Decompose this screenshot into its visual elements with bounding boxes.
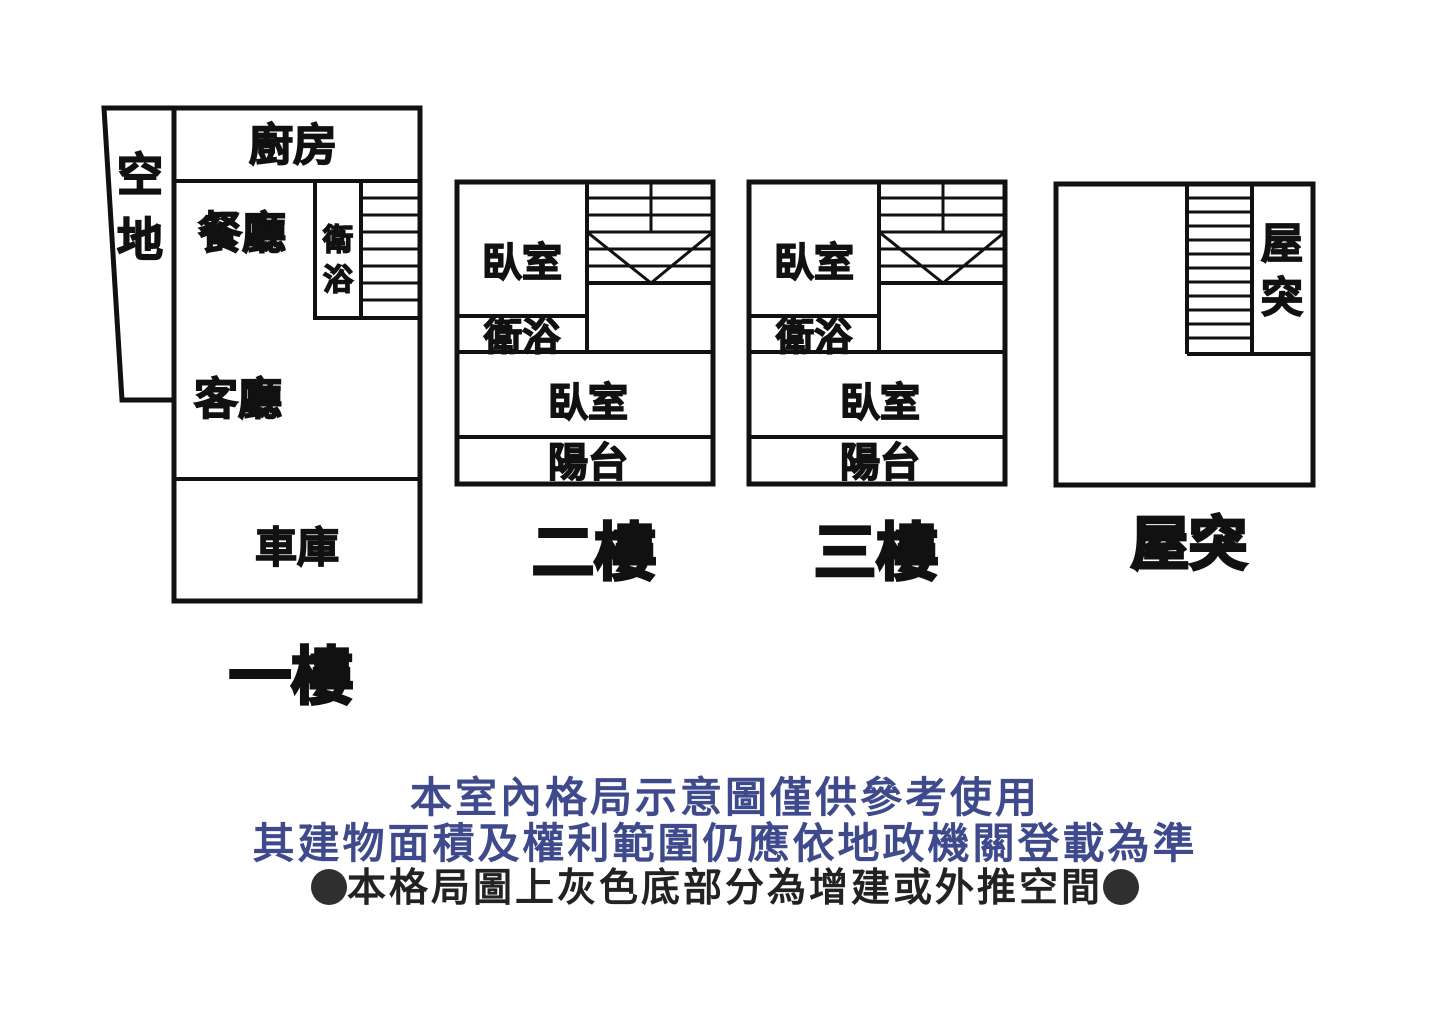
disclaimer-line-2: 其建物面積及權利範圍仍應依地政機關登載為準 (252, 819, 1198, 868)
garage-label: 車庫 (255, 523, 339, 572)
bathroom-label-2: 浴 (323, 263, 354, 298)
floor-3-balcony-label: 陽台 (840, 440, 920, 486)
floor-3-title: 三樓 (814, 516, 938, 589)
floor-1-plan: 空 地 廚房 餐廳 衛 浴 客廳 車庫 一樓 (101, 105, 423, 715)
floor-2-bedroom-top-label: 臥室 (482, 240, 562, 286)
bathroom-label-1: 衛 (322, 223, 353, 258)
floor-3-bedroom-main-label: 臥室 (840, 380, 920, 426)
disclaimer-line-3: 本格局圖上灰色底部分為增建或外推空間 (0, 857, 1450, 913)
floor-3-bathroom-label: 衛浴 (775, 315, 853, 359)
floor-2-stairs (586, 182, 714, 285)
rooftop-stairs (1185, 184, 1252, 354)
floor-2-bathroom-label: 衛浴 (483, 315, 561, 359)
rooftop-room-label-1: 屋 (1261, 219, 1303, 268)
rooftop-title: 屋突 (1131, 510, 1247, 578)
rooftop-room-label-2: 突 (1261, 273, 1303, 322)
rooftop-plan: 屋 突 屋突 (1053, 181, 1316, 580)
open-space-label-2: 地 (117, 213, 163, 267)
floor-1-stairs (361, 196, 420, 320)
floor-2-bedroom-main-label: 臥室 (548, 380, 628, 426)
floor-3-stairs (878, 182, 1006, 285)
floor-1-title: 一樓 (229, 640, 353, 713)
dining-label: 餐廳 (198, 208, 286, 259)
floor-3-bedroom-top-label: 臥室 (774, 240, 854, 286)
open-space-label-1: 空 (117, 148, 163, 202)
living-label: 客廳 (194, 374, 282, 425)
floor-2-title: 二樓 (532, 516, 656, 589)
bullet-dot-left (310, 869, 347, 905)
floor-1-outline (171, 105, 423, 604)
disclaimer-line-3-text: 本格局圖上灰色底部分為增建或外推空間 (346, 866, 1103, 911)
bullet-dot-right (1103, 869, 1139, 905)
floor-plans-diagram: 空 地 廚房 餐廳 衛 浴 客廳 車庫 一樓 臥室 衛浴 臥室 陽台 二樓 (101, 105, 1316, 715)
disclaimer-line-1: 本室內格局示意圖僅供參考使用 (409, 773, 1040, 822)
floor-2-balcony-label: 陽台 (548, 440, 628, 486)
rooftop-outline (1053, 181, 1316, 488)
kitchen-label: 廚房 (249, 120, 337, 171)
floor-3-plan: 臥室 衛浴 臥室 陽台 三樓 (746, 179, 1008, 591)
floor-2-plan: 臥室 衛浴 臥室 陽台 二樓 (454, 179, 716, 591)
